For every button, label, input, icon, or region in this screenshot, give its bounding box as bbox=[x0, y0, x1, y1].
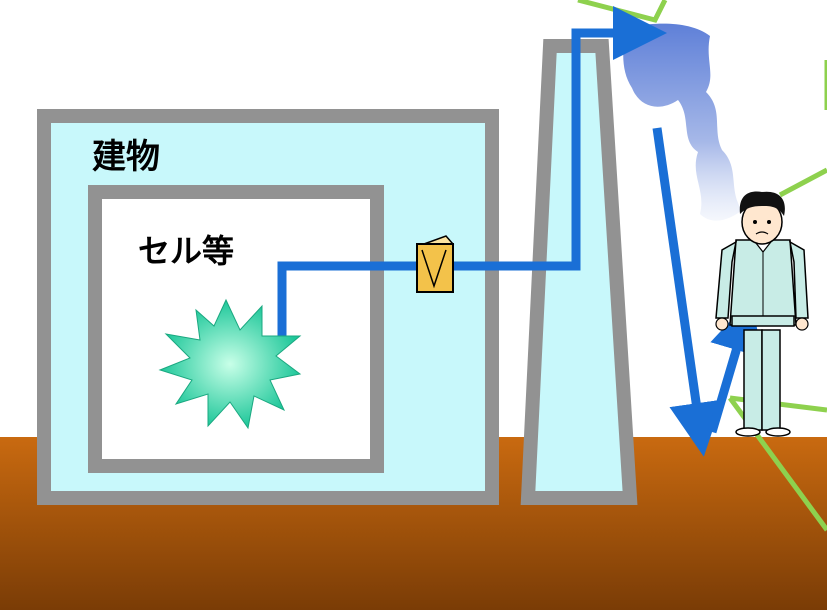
exposure-arrow bbox=[707, 298, 763, 434]
worker-person-icon bbox=[715, 191, 809, 437]
deposition-arrow bbox=[652, 127, 723, 457]
flow-path bbox=[277, 6, 667, 340]
cell-label: セル等 bbox=[138, 232, 234, 270]
filter-unit-icon bbox=[416, 235, 455, 293]
plume bbox=[623, 23, 742, 221]
explosion-burst-icon bbox=[158, 298, 302, 430]
stack bbox=[520, 39, 638, 505]
building-label: 建物 bbox=[92, 137, 160, 177]
